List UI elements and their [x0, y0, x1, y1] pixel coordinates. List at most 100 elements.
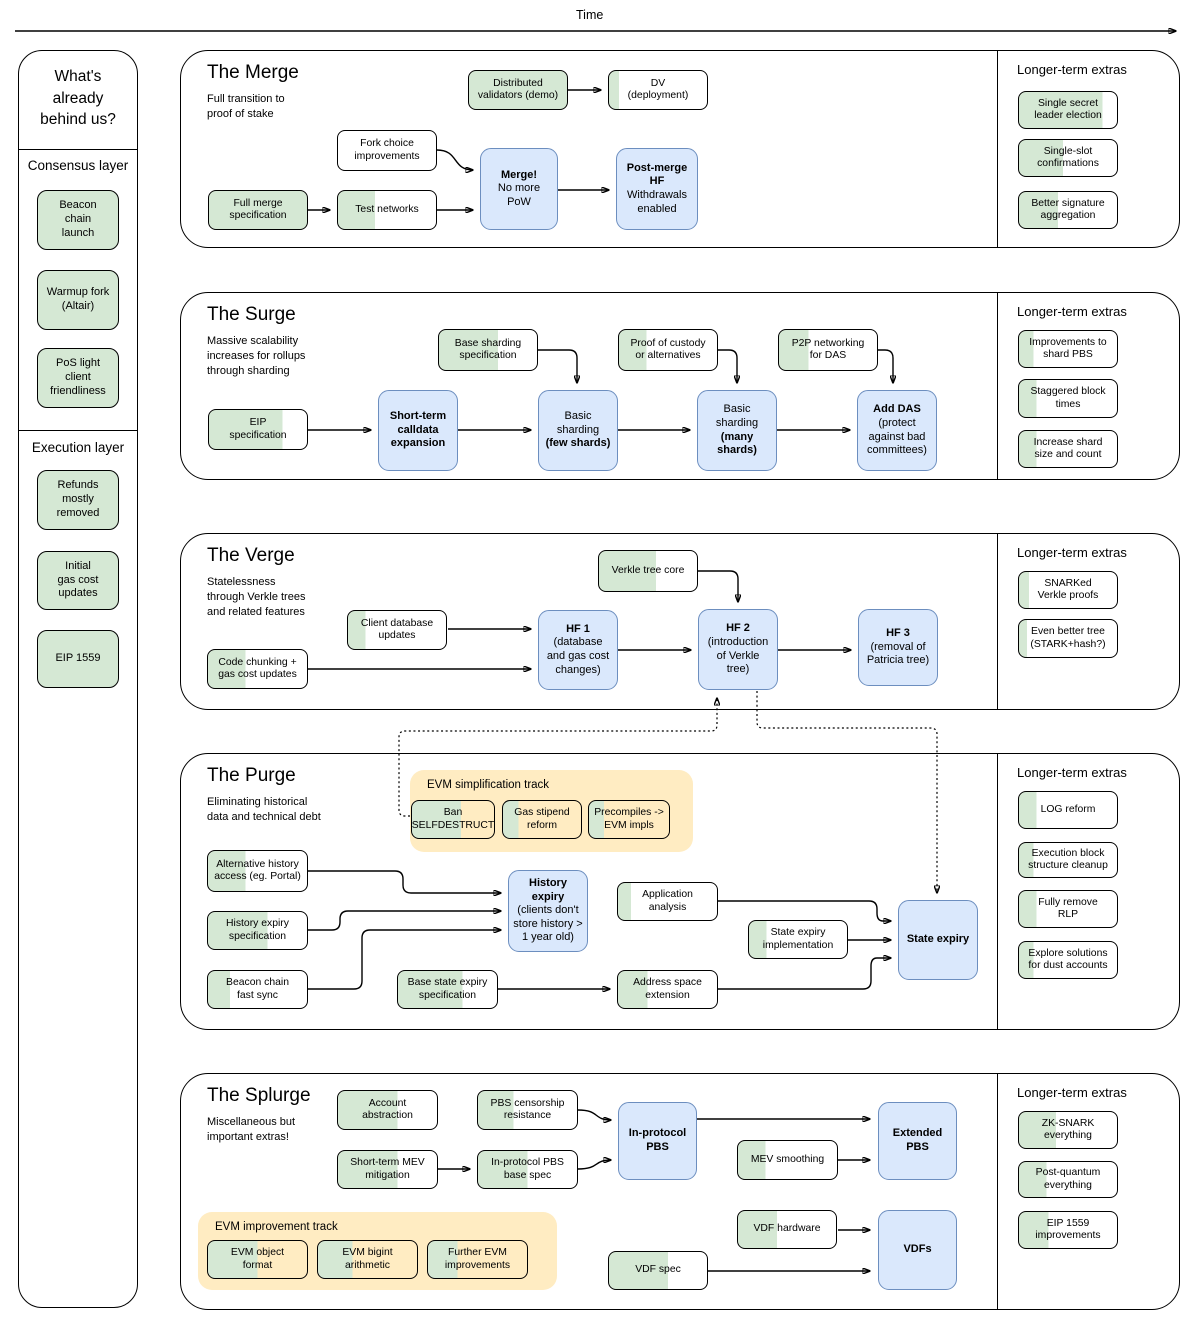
label-line: HF 3: [886, 627, 910, 640]
label-line: already: [52, 89, 104, 107]
label-line: chain: [64, 213, 92, 226]
label-line: Even better tree: [1031, 626, 1105, 638]
label-line: PBS censorship: [490, 1097, 565, 1109]
node-dv-deployment: DV(deployment): [608, 70, 708, 110]
label-line: changes): [555, 663, 601, 676]
label-line: abstraction: [362, 1110, 413, 1121]
label-line: sharding: [715, 416, 759, 429]
label-line: Verkle tree core: [611, 564, 685, 576]
label-line: validators (demo): [477, 90, 559, 101]
node-state-expiry: State expiry: [898, 900, 978, 980]
label-line: Ban: [443, 807, 463, 819]
label-line: Initial: [65, 559, 91, 572]
extra-even-better-tree-stark-hash: Even better tree(STARK+hash?): [1018, 619, 1118, 658]
label-line: Patricia tree): [866, 654, 930, 667]
label-line: Full merge: [233, 197, 283, 209]
section-title-the-merge: The Merge: [207, 62, 299, 83]
label-line: shard PBS: [1043, 349, 1093, 360]
label-line: leader election: [1034, 110, 1102, 121]
label-line: Add DAS: [873, 403, 921, 416]
label-line: (many: [720, 430, 754, 443]
label-line: gas cost: [57, 573, 99, 586]
label-line: size and count: [1034, 449, 1102, 460]
label-line: increases for rollups: [207, 349, 306, 362]
label-line: (protect: [878, 416, 916, 429]
extras-title: Longer-term extras: [1017, 545, 1127, 560]
label-line: Refunds: [57, 479, 99, 492]
label-line: aggregation: [1040, 210, 1096, 221]
label-line: Staggered block: [1030, 386, 1106, 398]
label-line: (removal of: [870, 640, 926, 653]
label-line: EVM object: [230, 1247, 285, 1259]
label-line: through Verkle trees: [207, 590, 306, 603]
sidebar-panel: [18, 50, 138, 1308]
label-line: In-protocol: [628, 1127, 687, 1140]
label-line: EIP 1559: [55, 652, 101, 665]
label-line: No more: [497, 182, 541, 195]
label-line: Increase shard: [1033, 436, 1103, 448]
label-line: History expiry: [226, 918, 289, 930]
section-the-verge: [180, 533, 1180, 710]
label-line: specification: [229, 429, 287, 441]
label-line: Application: [642, 889, 693, 901]
section-title-the-surge: The Surge: [207, 304, 296, 325]
label-line: fast sync: [237, 989, 278, 1001]
extras-title: Longer-term extras: [1017, 304, 1127, 319]
label-line: Explore solutions: [1028, 947, 1108, 959]
label-line: Improvements to: [1029, 336, 1107, 348]
label-line: Address space: [633, 977, 702, 989]
section-the-merge: [180, 50, 1180, 248]
label-line: launch: [61, 226, 95, 239]
label-line: everything: [1044, 1130, 1092, 1141]
extras-divider: [997, 293, 998, 479]
label-line: (Altair): [61, 300, 95, 312]
label-line: expansion: [390, 437, 446, 450]
label-line: Eliminating historical: [207, 796, 308, 808]
label-line: Basic: [564, 410, 592, 423]
label-line: What's: [54, 68, 102, 85]
label-line: State expiry: [906, 933, 970, 946]
label-line: mitigation: [365, 1169, 410, 1181]
label-line: Gas stipend: [514, 807, 570, 819]
section-the-purge: [180, 753, 1180, 1030]
label-line: EVM bigint: [342, 1247, 393, 1259]
label-line: friendliness: [50, 384, 106, 397]
sidebar-divider: [18, 149, 138, 150]
label-line: Fork choice: [360, 138, 414, 150]
label-line: (database: [553, 636, 603, 649]
label-line: resistance: [503, 1110, 552, 1121]
label-line: State expiry: [770, 927, 826, 939]
label-line: updates: [378, 630, 416, 641]
label-line: (STARK+hash?): [1030, 638, 1106, 650]
sidebar-divider: [18, 430, 138, 431]
label-line: for DAS: [809, 350, 847, 361]
label-line: enabled: [637, 202, 677, 215]
